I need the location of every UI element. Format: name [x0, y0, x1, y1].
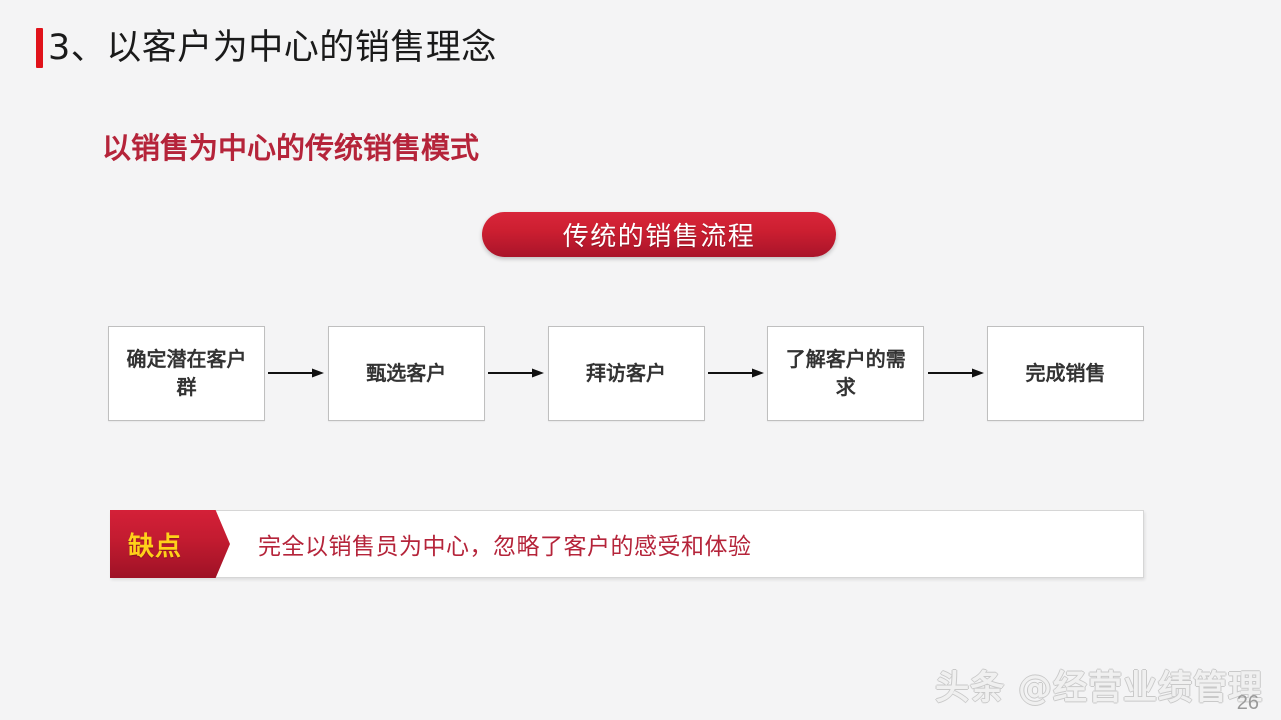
flow-step-1: 确定潜在客户群 — [108, 325, 265, 421]
title-label: 3、以客户为中心的销售理念 — [48, 28, 497, 68]
drawback-body — [110, 510, 1144, 578]
title-accent-bar — [36, 28, 43, 68]
flow-step-4: 了解客户的需求 — [767, 325, 925, 421]
flow-step-label: 甄选客户 — [366, 361, 447, 385]
flow-arrow-icon — [924, 367, 987, 379]
flow-step-label: 了解客户的需求 — [785, 347, 906, 399]
section-subtitle: 以销售为中心的传统销售模式 — [102, 131, 480, 165]
page-title: 3、以客户为中心的销售理念 — [36, 24, 497, 72]
flow-step-5: 完成销售 — [987, 325, 1144, 421]
flow-arrow-icon — [705, 367, 768, 379]
flow-step-label: 拜访客户 — [586, 361, 666, 385]
process-banner: 传统的销售流程 — [482, 212, 836, 257]
drawback-text: 完全以销售员为中心，忽略了客户的感受和体验 — [258, 534, 752, 560]
flow-step-3: 拜访客户 — [547, 325, 705, 421]
flow-step-2: 甄选客户 — [327, 325, 485, 421]
page-number: 26 — [1236, 692, 1259, 714]
flow-arrow-icon — [485, 367, 548, 379]
drawback-callout: 缺点 完全以销售员为中心，忽略了客户的感受和体验 — [110, 510, 1144, 578]
flow-step-label: 完成销售 — [1025, 361, 1106, 385]
flow-step-label: 确定潜在客户群 — [126, 347, 247, 399]
drawback-tag: 缺点 — [110, 510, 230, 578]
sales-process-flow: 确定潜在客户群 甄选客户 拜访客户 了解 — [108, 325, 1144, 421]
process-banner-label: 传统的销售流程 — [562, 222, 756, 252]
flow-arrow-icon — [265, 367, 328, 379]
watermark: 头条 @经营业绩管理 — [935, 668, 1263, 708]
drawback-tag-label: 缺点 — [128, 531, 183, 562]
